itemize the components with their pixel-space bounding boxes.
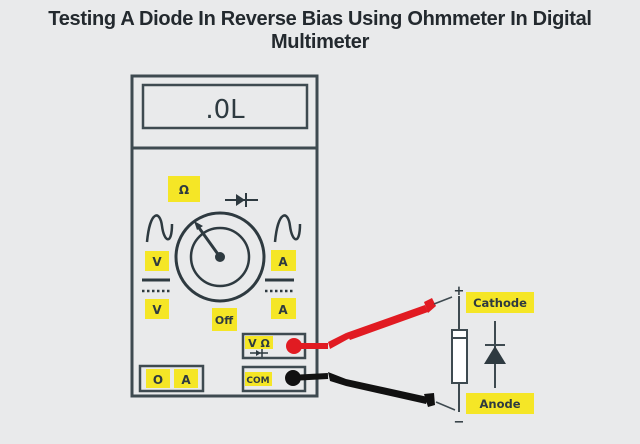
- ac-voltage-wave-icon: [145, 214, 174, 243]
- current-port-o-label: O: [153, 373, 163, 387]
- dial-outer-ring[interactable]: [174, 211, 266, 303]
- diode-schematic-icon: [484, 321, 506, 388]
- ohm-label: Ω: [179, 183, 189, 197]
- ac-amps-label: A: [278, 255, 288, 269]
- ac-amps-label-bg: [271, 250, 296, 271]
- current-port-a-bg: [174, 369, 198, 388]
- com-port-label: COM: [246, 376, 269, 386]
- diode-mode-icon: [225, 193, 258, 207]
- dial-center: [215, 252, 225, 262]
- dial-pointer: [195, 224, 222, 258]
- red-probe[interactable]: [286, 296, 453, 354]
- cathode-label: Cathode: [473, 296, 527, 310]
- minus-sign: −: [454, 415, 465, 430]
- display-screen: [141, 83, 309, 130]
- current-port[interactable]: [138, 364, 205, 393]
- com-port-label-bg: [245, 372, 272, 386]
- dc-amps-label-bg: [271, 298, 296, 319]
- dial-inner-ring: [189, 226, 251, 288]
- ac-volts-label: V: [152, 255, 162, 269]
- ac-volts-label-bg: [145, 251, 169, 271]
- dc-amps-label: A: [278, 303, 288, 317]
- dc-current-symbol-icon: [265, 278, 294, 293]
- dc-voltage-symbol-icon: [142, 278, 170, 293]
- vohm-port-label-bg: [245, 336, 273, 349]
- ac-current-wave-icon: [273, 214, 302, 243]
- anode-label: Anode: [479, 397, 520, 411]
- black-probe[interactable]: [285, 370, 456, 411]
- dc-volts-label-bg: [145, 299, 169, 319]
- multimeter-body: [130, 74, 319, 398]
- physical-diode: [451, 296, 468, 412]
- vohm-port-label: V Ω: [248, 337, 270, 350]
- anode-label-bg: [466, 393, 534, 414]
- display-reading: .0L: [205, 95, 245, 125]
- current-port-o-bg: [146, 369, 170, 388]
- vohm-port-diode-icon: [250, 349, 268, 357]
- cathode-label-bg: [466, 292, 534, 313]
- off-label: Off: [215, 314, 233, 327]
- ohm-label-bg: [168, 176, 200, 202]
- page-title: Testing A Diode In Reverse Bias Using Oh…: [48, 8, 592, 53]
- current-port-a-label: A: [181, 373, 191, 387]
- plus-sign: +: [454, 284, 465, 299]
- dc-volts-label: V: [152, 303, 162, 317]
- off-label-bg: [212, 308, 237, 331]
- dial-pointer-arrow-icon: [194, 221, 203, 230]
